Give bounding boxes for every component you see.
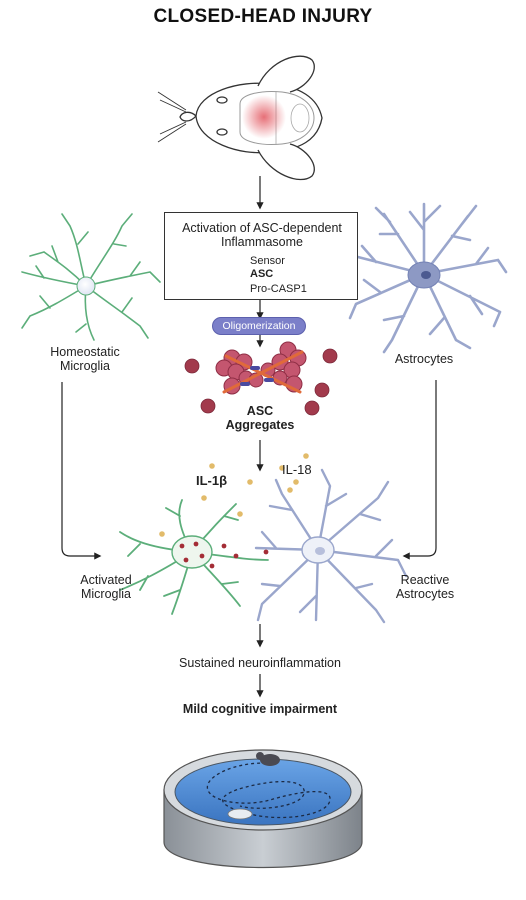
mouse-head-illustration <box>157 55 323 181</box>
activated-microglia-cell <box>119 499 269 615</box>
il1b-label: IL-1β <box>196 473 228 488</box>
page-title: CLOSED-HEAD INJURY <box>153 6 373 27</box>
flow-arrows <box>61 176 437 698</box>
homeostatic-microglia-cell <box>21 213 161 341</box>
reactive-astrocyte-cell <box>254 468 408 624</box>
homeostatic-microglia-line2: Microglia <box>59 359 110 373</box>
astrocyte-nucleus <box>421 271 431 279</box>
water-maze-illustration <box>163 749 363 869</box>
sustained-neuroinflammation-label: Sustained neuroinflammation <box>179 656 341 670</box>
activated-microglia-line2: Microglia <box>80 587 131 601</box>
legend-pro-casp1-label: Pro-CASP1 <box>250 283 307 295</box>
inflammasome-box-title: Activation of ASC-dependent Inflammasome <box>165 221 359 249</box>
inflammasome-title-line1: Activation of ASC-dependent <box>182 221 342 235</box>
legend-asc-label: ASC <box>250 268 274 280</box>
il1b-particles <box>201 463 253 517</box>
activated-microglia-line1: Activated <box>80 573 132 587</box>
inflammasome-title-line2: Inflammasome <box>221 235 303 249</box>
astrocytes-label: Astrocytes <box>394 352 454 366</box>
mild-cognitive-impairment-label: Mild cognitive impairment <box>182 702 338 716</box>
activated-microglia-granules <box>179 541 269 569</box>
astrocyte-cell <box>348 202 508 354</box>
asc-aggregates-line1: ASC <box>246 404 274 418</box>
reactive-astrocyte-nucleus <box>315 547 325 555</box>
reactive-astrocytes-line1: Reactive <box>400 573 450 587</box>
homeostatic-microglia-soma <box>76 276 96 296</box>
oligomerization-badge: Oligomerization <box>212 317 306 335</box>
asc-aggregates-line2: Aggregates <box>225 418 295 432</box>
activated-microglia-label: Activated Microglia <box>60 573 152 601</box>
il18-label: IL-18 <box>282 462 312 477</box>
activated-microglia-soma <box>171 535 213 569</box>
asc-aggregates-label: ASC Aggregates <box>200 404 320 432</box>
inflammasome-box: Activation of ASC-dependent Inflammasome <box>164 212 358 300</box>
asc-aggregates-illustration <box>184 341 338 416</box>
homeostatic-microglia-label: Homeostatic Microglia <box>20 345 150 373</box>
reactive-astrocytes-line2: Astrocytes <box>395 587 455 601</box>
il18-particles <box>159 453 309 537</box>
homeostatic-microglia-line1: Homeostatic <box>50 345 120 359</box>
reactive-astrocytes-label: Reactive Astrocytes <box>380 573 470 601</box>
legend-sensor-label: Sensor <box>250 255 285 267</box>
injury-site-marker <box>242 95 286 139</box>
